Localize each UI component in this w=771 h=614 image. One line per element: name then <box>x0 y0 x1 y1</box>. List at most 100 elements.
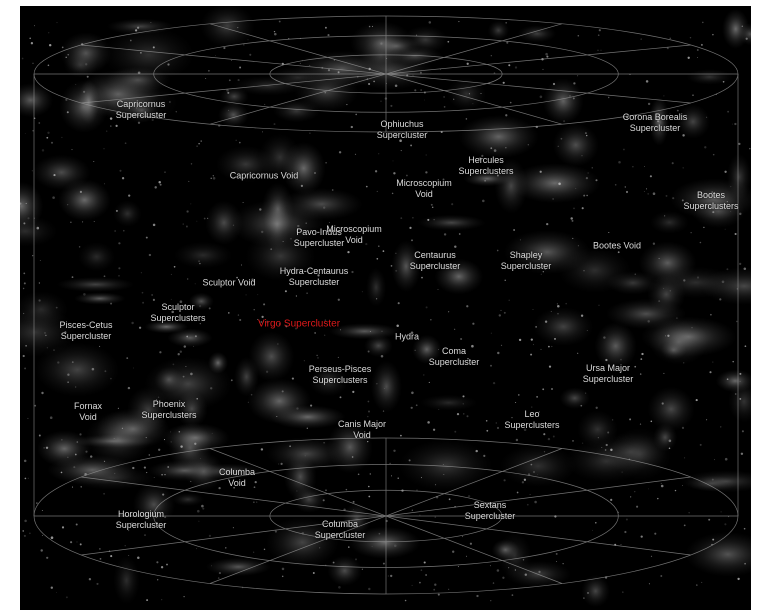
galaxy-speck <box>386 83 388 84</box>
galaxy-speck <box>157 396 160 398</box>
label-fornax-void: Fornax Void <box>73 401 103 422</box>
galaxy-speck <box>434 516 437 519</box>
galaxy-speck <box>739 372 742 375</box>
galaxy-speck <box>70 221 72 223</box>
galaxy-speck <box>744 345 747 348</box>
galaxy-speck <box>466 62 469 65</box>
galaxy-speck <box>452 550 455 553</box>
galaxy-speck <box>495 422 497 424</box>
galaxy-speck <box>626 369 628 370</box>
galaxy-speck <box>506 41 509 44</box>
label-hydra: Hydra <box>394 331 420 342</box>
galaxy-speck <box>38 299 41 302</box>
galaxy-speck <box>691 327 693 329</box>
galaxy-speck <box>722 80 725 83</box>
galaxy-speck <box>497 351 500 355</box>
galaxy-speck <box>734 393 737 395</box>
galaxy-speck <box>730 211 732 213</box>
galaxy-speck <box>731 123 733 125</box>
galaxy-cloud <box>434 258 484 295</box>
galaxy-speck <box>27 217 30 220</box>
label-centaurus-supercluster: Centaurus Supercluster <box>409 250 461 271</box>
galaxy-speck <box>489 565 491 567</box>
galaxy-cloud <box>56 277 135 292</box>
galaxy-speck <box>732 360 734 363</box>
galaxy-speck <box>724 228 726 230</box>
galaxy-speck <box>38 282 41 284</box>
galaxy-speck <box>648 583 650 585</box>
galaxy-speck <box>408 459 411 462</box>
galaxy-speck <box>270 248 273 251</box>
galaxy-speck <box>170 298 172 300</box>
galaxy-speck <box>70 541 73 544</box>
galaxy-speck <box>700 43 703 46</box>
galaxy-cloud <box>148 460 221 481</box>
galaxy-speck <box>290 237 292 240</box>
galaxy-speck <box>324 26 327 29</box>
galaxy-speck <box>24 367 27 370</box>
galaxy-speck <box>630 496 632 498</box>
galaxy-speck <box>378 153 380 155</box>
galaxy-speck <box>295 327 297 330</box>
label-microscopium-void-2: Microscopium Void <box>326 224 382 245</box>
galaxy-speck <box>640 358 643 360</box>
galaxy-speck <box>437 593 440 596</box>
galaxy-speck <box>726 201 728 203</box>
galaxy-speck <box>384 388 385 390</box>
galaxy-speck <box>427 421 430 424</box>
galaxy-speck <box>699 443 702 446</box>
galaxy-speck <box>607 96 610 99</box>
galaxy-speck <box>34 404 37 407</box>
galaxy-speck <box>332 561 335 564</box>
galaxy-speck <box>683 279 686 282</box>
galaxy-speck <box>660 482 662 485</box>
galaxy-speck <box>640 38 642 40</box>
galaxy-cloud <box>726 153 751 201</box>
galaxy-cloud <box>458 115 539 159</box>
galaxy-speck <box>61 136 63 138</box>
galaxy-speck <box>724 523 727 526</box>
galaxy-speck <box>548 345 550 348</box>
galaxy-speck <box>182 375 185 378</box>
galaxy-speck <box>137 71 141 75</box>
galaxy-speck <box>458 358 460 360</box>
galaxy-clouds <box>20 6 751 608</box>
top-spoke <box>385 73 691 104</box>
galaxy-speck <box>352 390 355 393</box>
galaxy-speck <box>284 290 287 293</box>
galaxy-speck <box>556 303 559 305</box>
galaxy-speck <box>513 229 516 231</box>
galaxy-speck <box>471 344 474 348</box>
galaxy-speck <box>67 204 69 206</box>
galaxy-speck <box>322 499 325 502</box>
galaxy-speck <box>629 418 632 421</box>
galaxy-speck <box>414 89 417 92</box>
galaxy-speck <box>129 39 132 42</box>
galaxy-speck <box>187 315 191 318</box>
galaxy-speck <box>325 489 327 491</box>
galaxy-speck <box>196 548 198 550</box>
galaxy-speck <box>131 321 134 325</box>
galaxy-speck <box>193 345 195 347</box>
galaxy-speck <box>44 331 46 334</box>
galaxy-speck <box>542 271 544 273</box>
galaxy-speck <box>114 472 116 475</box>
galaxy-speck <box>317 274 320 277</box>
galaxy-speck <box>24 132 26 134</box>
galaxy-speck <box>595 406 598 409</box>
galaxy-speck <box>346 104 348 106</box>
galaxy-speck <box>159 183 162 186</box>
galaxy-speck <box>643 191 645 192</box>
galaxy-speck <box>514 66 518 69</box>
galaxy-speck <box>325 564 327 566</box>
galaxy-speck <box>534 500 537 504</box>
galaxy-cloud <box>412 334 442 364</box>
galaxy-speck <box>486 429 489 432</box>
galaxy-speck <box>411 239 413 242</box>
galaxy-speck <box>218 572 221 575</box>
galaxy-speck <box>306 292 308 294</box>
galaxy-speck <box>581 442 584 444</box>
galaxy-speck <box>624 530 627 534</box>
galaxy-speck <box>674 489 677 492</box>
galaxy-speck <box>400 217 403 219</box>
